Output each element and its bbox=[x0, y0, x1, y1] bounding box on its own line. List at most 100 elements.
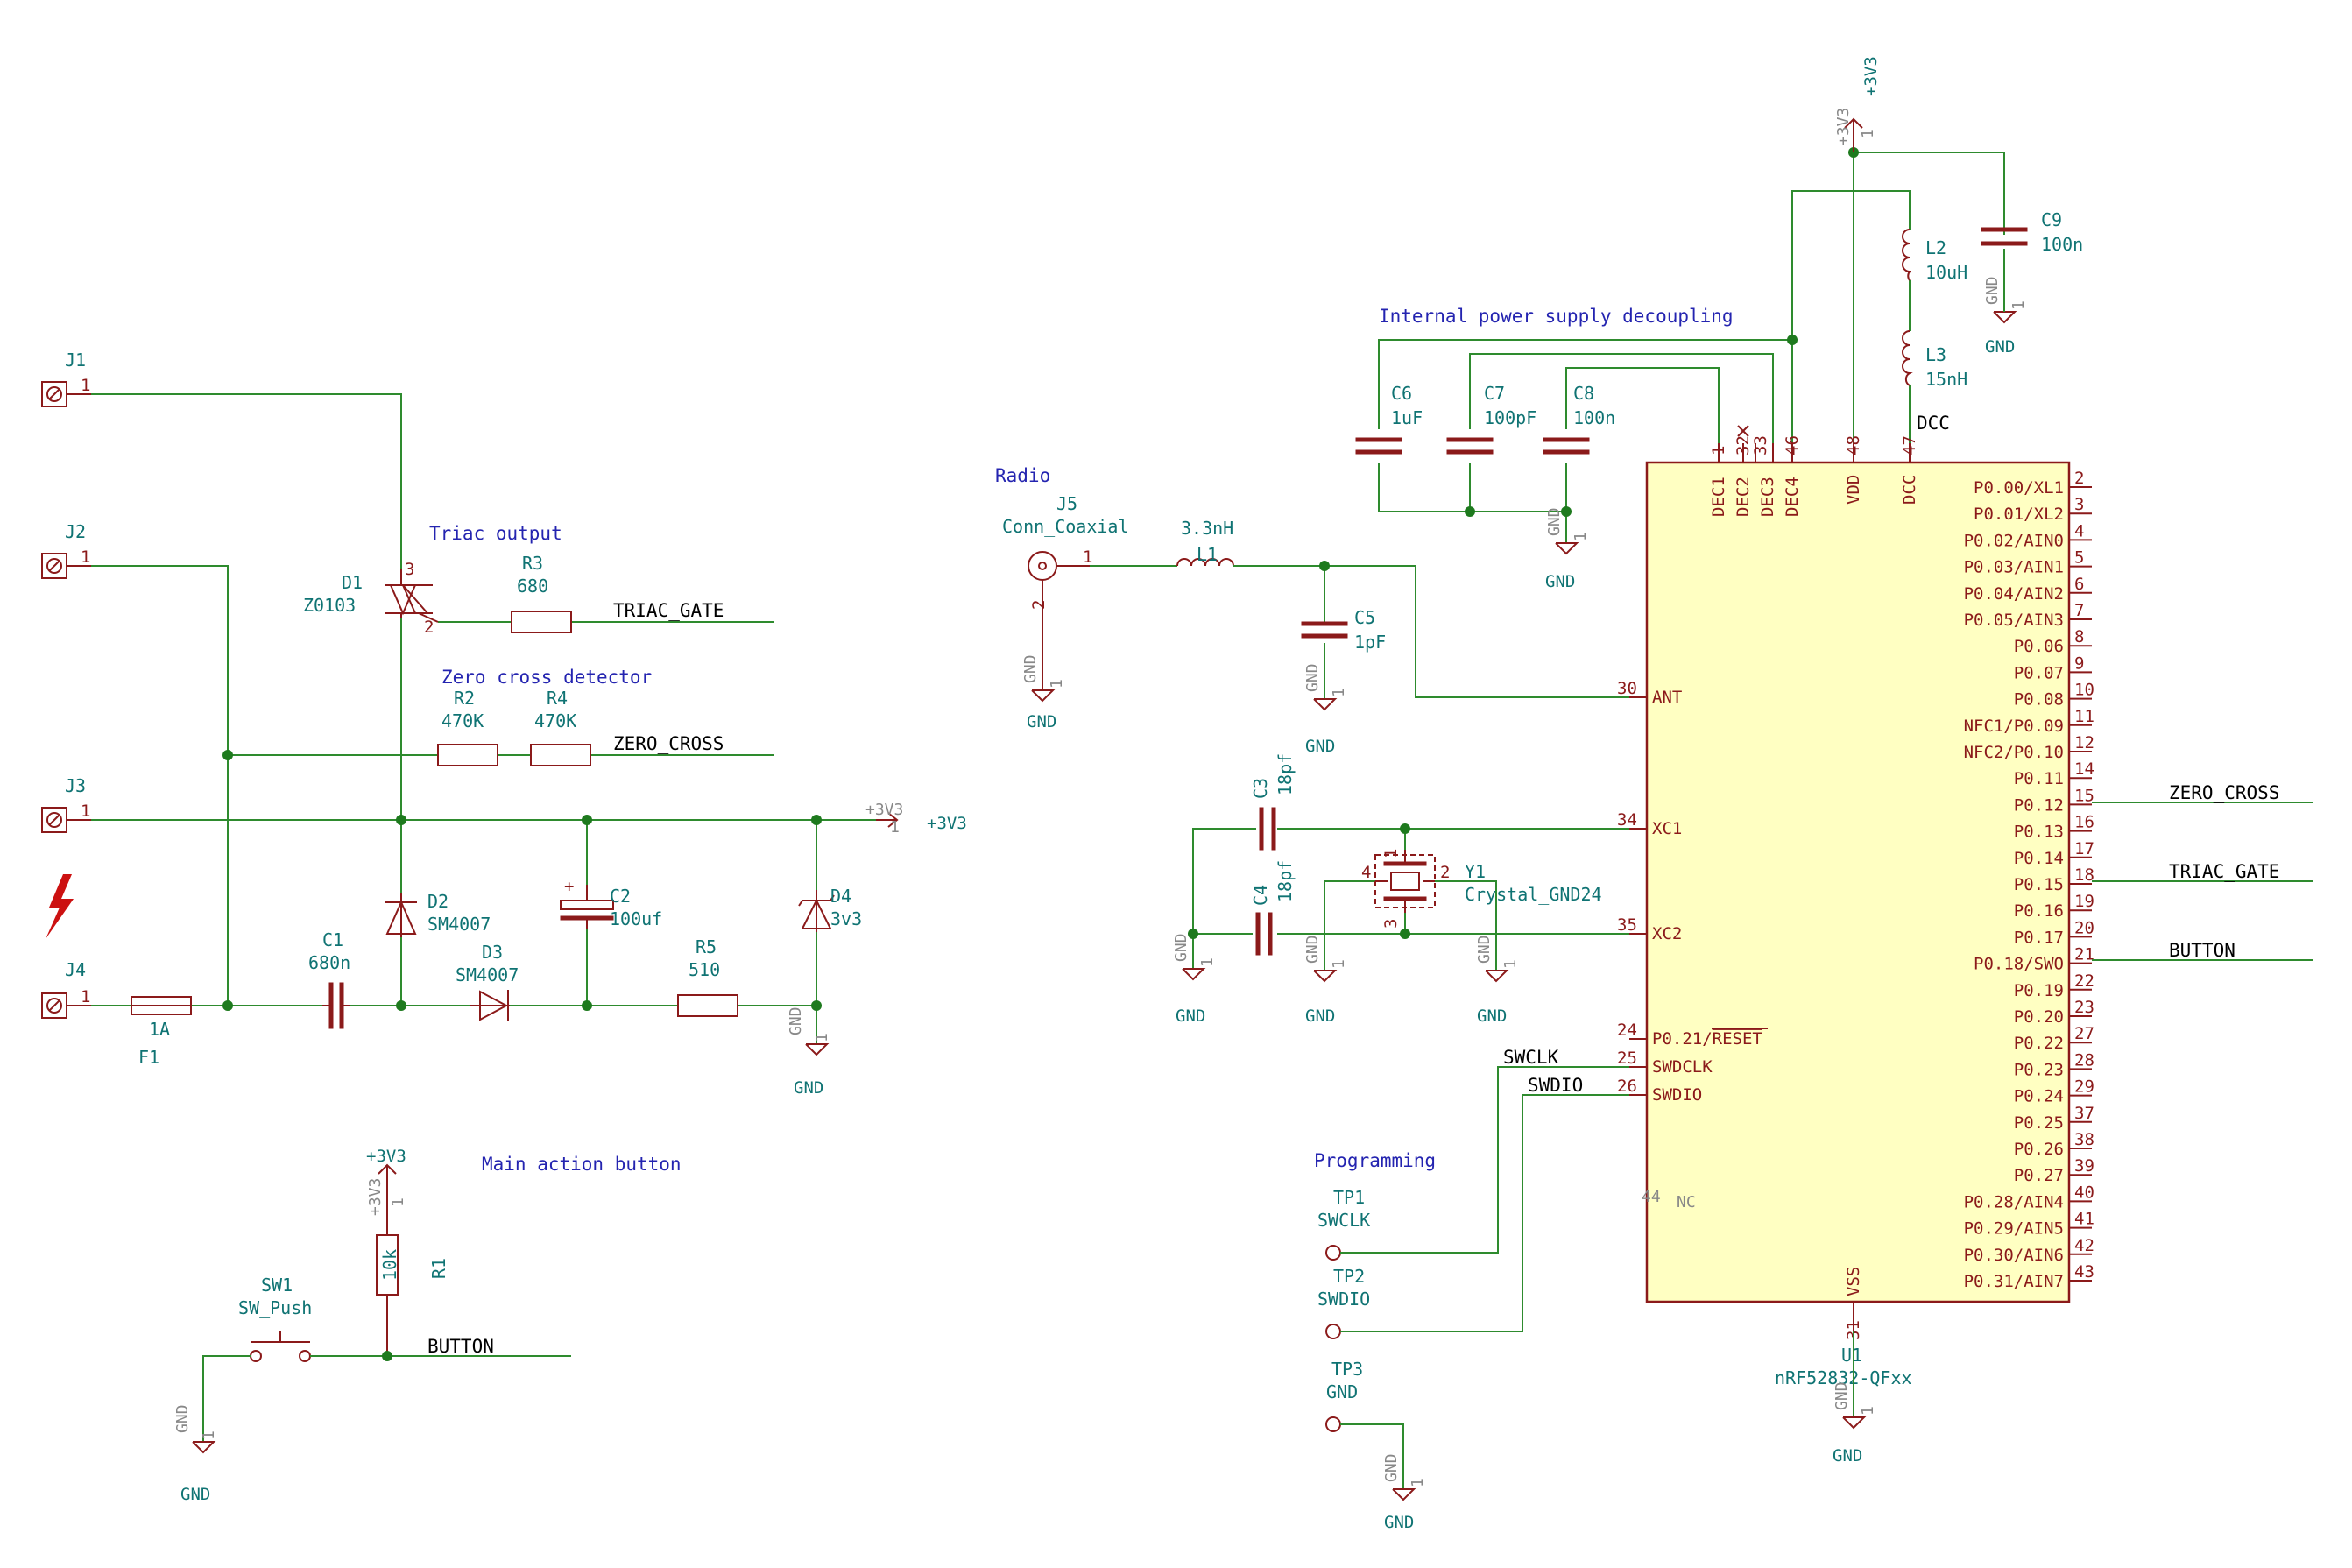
svg-text:VDD: VDD bbox=[1844, 475, 1863, 505]
gnd-symbol-tp3: GND 1 GND bbox=[1382, 1453, 1427, 1532]
resistor-r2: R2 470K bbox=[437, 688, 498, 766]
u1-pin-number: 7 bbox=[2074, 601, 2084, 620]
svg-text:C7: C7 bbox=[1484, 383, 1505, 404]
diode-d3: D3 SM4007 bbox=[456, 942, 519, 1021]
u1-pin-name: P0.20 bbox=[2014, 1007, 2064, 1027]
u1-pin-name: P0.04/AIN2 bbox=[1964, 584, 2064, 604]
svg-text:680n: 680n bbox=[308, 952, 350, 973]
u1-top-pins: 1 32 33 46 48 47 DEC1 DEC2 DEC3 DEC4 VDD… bbox=[1709, 425, 1919, 517]
svg-text:1uF: 1uF bbox=[1391, 407, 1423, 428]
crystal-y1: Y1 Crystal_GND24 1 3 4 2 bbox=[1361, 849, 1602, 929]
net-label-swclk: SWCLK bbox=[1503, 1047, 1559, 1068]
u1-pin-number: 27 bbox=[2074, 1024, 2094, 1043]
svg-text:1: 1 bbox=[1709, 446, 1728, 456]
u1-pin-name: P0.26 bbox=[2014, 1140, 2064, 1159]
u1-pin-number: 43 bbox=[2074, 1262, 2094, 1282]
svg-text:GND: GND bbox=[173, 1404, 192, 1433]
svg-text:1: 1 bbox=[81, 547, 90, 567]
svg-text:46: 46 bbox=[1783, 435, 1802, 456]
u1-pin-name: P0.01/XL2 bbox=[1974, 505, 2064, 524]
svg-text:L3: L3 bbox=[1925, 344, 1946, 365]
svg-text:+3V3: +3V3 bbox=[1834, 108, 1853, 145]
svg-text:DEC4: DEC4 bbox=[1783, 477, 1802, 517]
resistor-r4: R4 470K bbox=[530, 688, 591, 766]
svg-text:GND: GND bbox=[1384, 1513, 1414, 1532]
u1-pin-name: P0.03/AIN1 bbox=[1964, 558, 2064, 577]
wires-decoupling bbox=[1378, 147, 2005, 543]
svg-text:GND: GND bbox=[180, 1485, 210, 1504]
svg-text:R5: R5 bbox=[696, 936, 717, 957]
svg-text:GND: GND bbox=[1382, 1453, 1401, 1482]
svg-text:XC2: XC2 bbox=[1652, 924, 1682, 943]
u1-pin-number: 41 bbox=[2074, 1210, 2094, 1229]
svg-text:ANT: ANT bbox=[1652, 688, 1682, 707]
capacitor-c6: C6 1uF bbox=[1355, 383, 1423, 455]
svg-text:1: 1 bbox=[813, 1033, 831, 1042]
u1-pin-number: 2 bbox=[2074, 469, 2084, 488]
svg-text:GND: GND bbox=[1545, 507, 1564, 536]
svg-text:GND: GND bbox=[1983, 276, 2002, 305]
svg-text:D1: D1 bbox=[342, 572, 363, 593]
u1-pin-name: P0.02/AIN0 bbox=[1964, 531, 2064, 550]
u1-pin-name: P0.15 bbox=[2014, 875, 2064, 894]
u1-pin-name: P0.05/AIN3 bbox=[1964, 611, 2064, 630]
power-3v3-top: +3V3 +3V3 1 bbox=[1834, 56, 1881, 152]
u1-pin-name: P0.06 bbox=[2014, 637, 2064, 656]
net-label-button-left: BUTTON bbox=[427, 1336, 494, 1357]
u1-pin-name: P0.29/AIN5 bbox=[1964, 1219, 2064, 1239]
gnd-symbol-d4: GND 1 GND bbox=[787, 1006, 831, 1098]
svg-text:100n: 100n bbox=[2041, 234, 2083, 255]
wires-ant bbox=[1233, 561, 1635, 699]
svg-text:1: 1 bbox=[1198, 957, 1217, 967]
svg-text:C1: C1 bbox=[322, 929, 343, 950]
svg-text:3: 3 bbox=[1381, 919, 1401, 929]
note-radio: Radio bbox=[995, 465, 1050, 486]
u1-pin-name: P0.28/AIN4 bbox=[1964, 1192, 2064, 1211]
zener-d4: D4 3v3 bbox=[798, 886, 862, 932]
svg-text:1: 1 bbox=[81, 376, 90, 395]
svg-text:GND: GND bbox=[1545, 572, 1575, 591]
svg-text:R2: R2 bbox=[454, 688, 475, 709]
svg-text:2: 2 bbox=[1029, 600, 1049, 610]
u1-pin-number: 37 bbox=[2074, 1104, 2094, 1123]
power-3v3-flag-rail: +3V3 1 +3V3 bbox=[865, 801, 967, 837]
wires-programming bbox=[1340, 1066, 1635, 1489]
svg-text:1: 1 bbox=[1083, 547, 1092, 567]
svg-text:Z0103: Z0103 bbox=[303, 595, 356, 616]
svg-text:4: 4 bbox=[1361, 863, 1371, 882]
gnd-symbol-c9: GND 1 GND bbox=[1983, 259, 2028, 357]
note-programming: Programming bbox=[1314, 1150, 1436, 1171]
svg-text:+3V3: +3V3 bbox=[927, 814, 967, 833]
svg-text:Conn_Coaxial: Conn_Coaxial bbox=[1002, 516, 1129, 537]
u1-pin-name: P0.13 bbox=[2014, 823, 2064, 842]
net-label-triac-gate-right: TRIAC_GATE bbox=[2169, 861, 2279, 882]
svg-text:48: 48 bbox=[1844, 435, 1863, 456]
u1-pin-name: P0.00/XL1 bbox=[1974, 478, 2064, 498]
connector-j4: J4 1 bbox=[41, 959, 91, 1019]
svg-text:34: 34 bbox=[1617, 810, 1637, 830]
net-label-triac-gate: TRIAC_GATE bbox=[613, 600, 724, 621]
svg-text:GND: GND bbox=[1303, 663, 1322, 692]
u1-pin-number: 40 bbox=[2074, 1183, 2094, 1202]
connector-j2: J2 1 bbox=[41, 521, 91, 579]
svg-text:+3V3: +3V3 bbox=[366, 1147, 406, 1166]
svg-text:L1: L1 bbox=[1197, 544, 1218, 565]
svg-text:1: 1 bbox=[1330, 959, 1348, 969]
svg-text:470K: 470K bbox=[534, 710, 576, 731]
u1-pin-name: P0.24 bbox=[2014, 1087, 2064, 1106]
junctions-left bbox=[222, 750, 822, 1011]
capacitor-c3: C3 18pf bbox=[1250, 753, 1296, 851]
svg-text:VSS: VSS bbox=[1844, 1267, 1863, 1296]
testpoint-tp3: TP3 GND bbox=[1325, 1359, 1363, 1432]
svg-text:2: 2 bbox=[424, 618, 434, 637]
svg-text:TP3: TP3 bbox=[1331, 1359, 1363, 1380]
svg-text:R1: R1 bbox=[428, 1258, 449, 1279]
u1-pin-name: NFC2/P0.10 bbox=[1964, 743, 2064, 762]
inductor-l3: L3 15nH bbox=[1902, 330, 1967, 390]
note-decoupling: Internal power supply decoupling bbox=[1379, 306, 1734, 327]
svg-text:3v3: 3v3 bbox=[830, 908, 862, 929]
svg-text:D4: D4 bbox=[830, 886, 851, 907]
svg-text:NC: NC bbox=[1677, 1193, 1696, 1211]
svg-text:3.3nH: 3.3nH bbox=[1181, 518, 1233, 539]
inductor-l2: L2 10uH bbox=[1902, 229, 1967, 283]
